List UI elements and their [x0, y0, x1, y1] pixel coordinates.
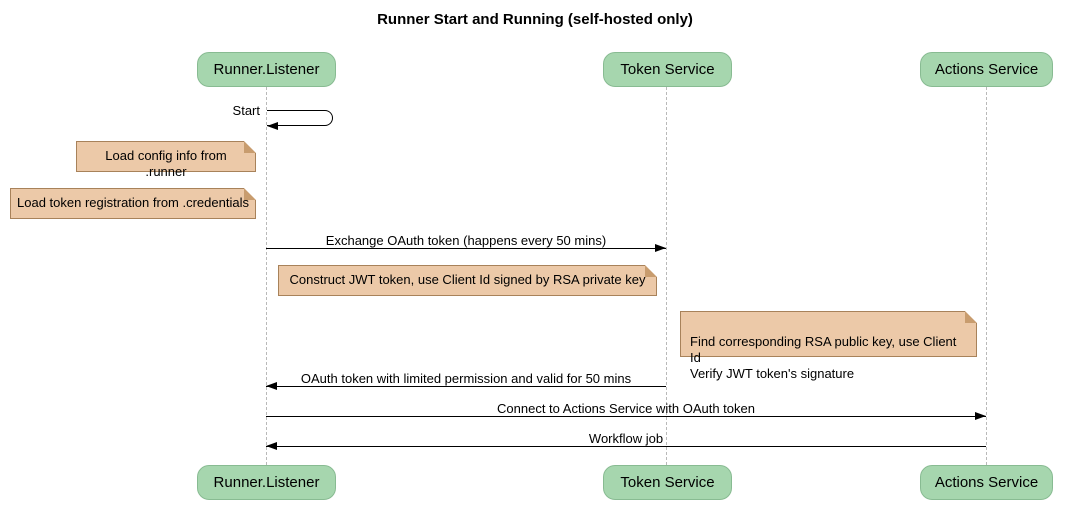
- message-oauth-token-line: [266, 386, 666, 387]
- participant-label: Runner.Listener: [213, 474, 320, 491]
- note-verify-jwt: Find corresponding RSA public key, use C…: [680, 311, 977, 381]
- participant-label: Token Service: [620, 61, 715, 78]
- message-start-label: Start: [232, 103, 260, 118]
- message-exchange-oauth-label: Exchange OAuth token (happens every 50 m…: [325, 233, 607, 248]
- lifeline-token-service: [666, 87, 667, 465]
- participant-label: Actions Service: [934, 474, 1039, 491]
- arrowhead-left-icon: [267, 122, 278, 130]
- note-load-config: Load config info from .runner: [76, 141, 256, 179]
- lifeline-runner-listener: [266, 87, 267, 465]
- lifeline-actions-service: [986, 87, 987, 465]
- note-text: Find corresponding RSA public key, use C…: [690, 334, 957, 381]
- message-workflow-job-line: [266, 446, 986, 447]
- note-load-token-registration: Load token registration from .credential…: [10, 188, 256, 219]
- participant-runner-listener-bottom: Runner.Listener: [197, 465, 336, 500]
- participant-token-service-bottom: Token Service: [603, 465, 732, 500]
- message-workflow-job-label: Workflow job: [588, 431, 664, 446]
- arrowhead-right-icon: [655, 244, 666, 252]
- participant-runner-listener-top: Runner.Listener: [197, 52, 336, 87]
- note-text: Load config info from .runner: [105, 148, 227, 179]
- participant-label: Token Service: [620, 474, 715, 491]
- message-exchange-oauth-line: [266, 248, 666, 249]
- participant-token-service-top: Token Service: [603, 52, 732, 87]
- note-text: Load token registration from .credential…: [17, 195, 249, 210]
- arrowhead-left-icon: [266, 382, 277, 390]
- message-oauth-token-label: OAuth token with limited permission and …: [300, 371, 632, 386]
- participant-actions-service-top: Actions Service: [920, 52, 1053, 87]
- participant-label: Actions Service: [934, 61, 1039, 78]
- arrowhead-right-icon: [975, 412, 986, 420]
- message-connect-actions-label: Connect to Actions Service with OAuth to…: [497, 401, 755, 416]
- arrowhead-left-icon: [266, 442, 277, 450]
- participant-actions-service-bottom: Actions Service: [920, 465, 1053, 500]
- participant-label: Runner.Listener: [213, 61, 320, 78]
- self-message-loop: [267, 110, 333, 126]
- note-construct-jwt: Construct JWT token, use Client Id signe…: [278, 265, 657, 296]
- note-text: Construct JWT token, use Client Id signe…: [289, 272, 646, 287]
- message-connect-actions-line: [266, 416, 986, 417]
- diagram-title: Runner Start and Running (self-hosted on…: [377, 11, 693, 28]
